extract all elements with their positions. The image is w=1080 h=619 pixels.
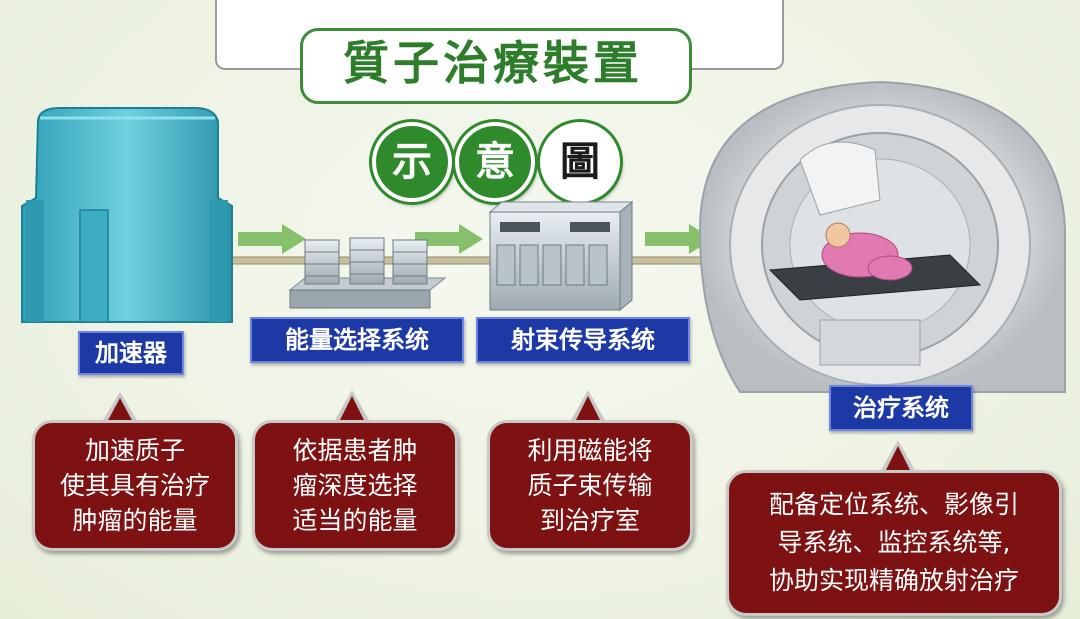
bubble-tails: [102, 390, 916, 474]
description-line: 使其具有治疗: [59, 471, 210, 500]
beam-transport-device: [488, 200, 634, 312]
subtitle-char-3: 圖: [540, 122, 620, 202]
beam-transport-description: 利用磁能将 质子束传输 到治疗室: [487, 420, 693, 551]
description-line: 适当的能量: [292, 506, 418, 535]
description-line: 肿瘤的能量: [72, 506, 198, 535]
beam-transport-label: 射束传导系统: [476, 317, 690, 363]
subtitle-char-1: 示: [372, 122, 452, 202]
description-line: 协助实现精确放射治疗: [768, 566, 1019, 595]
energy-selection-label: 能量选择系统: [250, 317, 464, 363]
description-line: 到治疗室: [539, 506, 640, 535]
description-line: 配备定位系统、影像引: [768, 490, 1019, 519]
description-line: 利用磁能将: [527, 436, 653, 465]
patient-figure: [821, 222, 913, 281]
accelerator-label: 加速器: [78, 331, 184, 375]
description-line: 瘤深度选择: [292, 471, 418, 500]
accelerator-description: 加速质子 使其具有治疗 肿瘤的能量: [32, 420, 238, 551]
diagram-title: 質子治療裝置: [343, 36, 643, 90]
description-line: 导系统、监控系统等,: [777, 528, 1011, 557]
description-line: 加速质子: [84, 436, 185, 465]
energy-selection-description: 依据患者肿 瘤深度选择 适当的能量: [252, 420, 458, 551]
energy-selection-device: [288, 237, 447, 309]
treatment-system-description: 配备定位系统、影像引 导系统、监控系统等, 协助实现精确放射治疗: [726, 470, 1062, 616]
subtitle-char-2: 意: [455, 122, 535, 202]
title-plate: [300, 28, 692, 104]
treatment-system-label: 治疗系统: [829, 385, 973, 431]
accelerator-device: [21, 107, 233, 323]
description-line: 质子束传输: [527, 471, 653, 500]
arrow-1: [238, 224, 306, 254]
description-line: 依据患者肿: [292, 436, 418, 465]
